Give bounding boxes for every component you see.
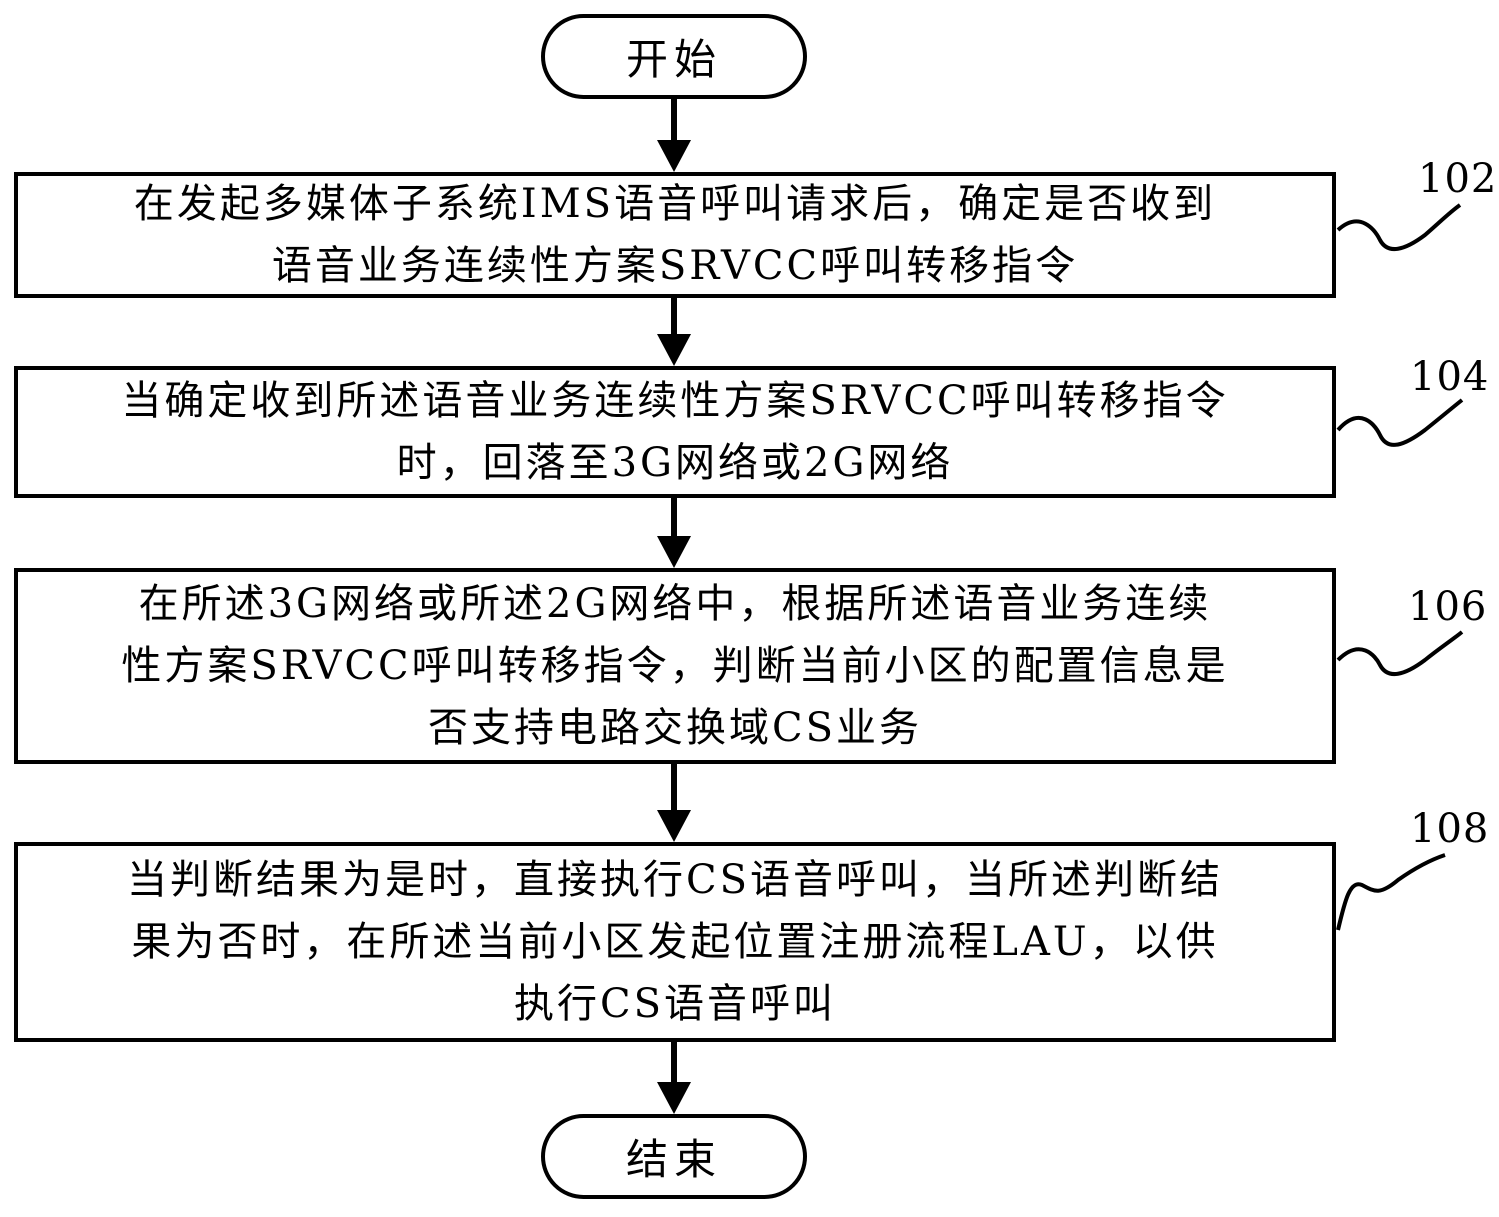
step-106-line-2: 性方案SRVCC呼叫转移指令，判断当前小区的配置信息是 bbox=[28, 635, 1322, 697]
ref-label-106: 106 bbox=[1408, 584, 1487, 630]
start-label: 开始 bbox=[626, 26, 722, 87]
arrow-102-to-104 bbox=[657, 298, 691, 366]
ref-leader-102 bbox=[1338, 205, 1460, 249]
ref-leader-104 bbox=[1338, 400, 1462, 445]
ref-label-108: 108 bbox=[1410, 806, 1489, 852]
step-104-line-1: 当确定收到所述语音业务连续性方案SRVCC呼叫转移指令 bbox=[28, 370, 1322, 432]
start-terminal: 开始 bbox=[541, 14, 807, 99]
ref-label-102: 102 bbox=[1418, 156, 1497, 202]
ref-leader-106 bbox=[1338, 632, 1462, 674]
arrow-106-to-108 bbox=[657, 764, 691, 842]
arrow-108-to-end bbox=[657, 1042, 691, 1114]
step-104: 当确定收到所述语音业务连续性方案SRVCC呼叫转移指令 时，回落至3G网络或2G… bbox=[14, 366, 1336, 498]
arrow-104-to-106 bbox=[657, 498, 691, 568]
ref-label-104: 104 bbox=[1410, 354, 1489, 400]
step-104-line-2: 时，回落至3G网络或2G网络 bbox=[28, 432, 1322, 494]
step-106-line-1: 在所述3G网络或所述2G网络中，根据所述语音业务连续 bbox=[28, 573, 1322, 635]
step-102-line-2: 语音业务连续性方案SRVCC呼叫转移指令 bbox=[28, 235, 1322, 297]
step-108-line-3: 执行CS语音呼叫 bbox=[28, 973, 1322, 1035]
arrow-start-to-102 bbox=[657, 98, 691, 172]
end-terminal: 结束 bbox=[541, 1114, 807, 1199]
step-102: 在发起多媒体子系统IMS语音呼叫请求后，确定是否收到 语音业务连续性方案SRVC… bbox=[14, 172, 1336, 298]
ref-leader-108 bbox=[1338, 855, 1445, 930]
step-102-line-1: 在发起多媒体子系统IMS语音呼叫请求后，确定是否收到 bbox=[28, 173, 1322, 235]
end-label: 结束 bbox=[626, 1126, 722, 1187]
step-106: 在所述3G网络或所述2G网络中，根据所述语音业务连续 性方案SRVCC呼叫转移指… bbox=[14, 568, 1336, 764]
step-108-line-1: 当判断结果为是时，直接执行CS语音呼叫，当所述判断结 bbox=[28, 849, 1322, 911]
step-106-line-3: 否支持电路交换域CS业务 bbox=[28, 697, 1322, 759]
step-108: 当判断结果为是时，直接执行CS语音呼叫，当所述判断结 果为否时，在所述当前小区发… bbox=[14, 842, 1336, 1042]
step-108-line-2: 果为否时，在所述当前小区发起位置注册流程LAU，以供 bbox=[28, 911, 1322, 973]
